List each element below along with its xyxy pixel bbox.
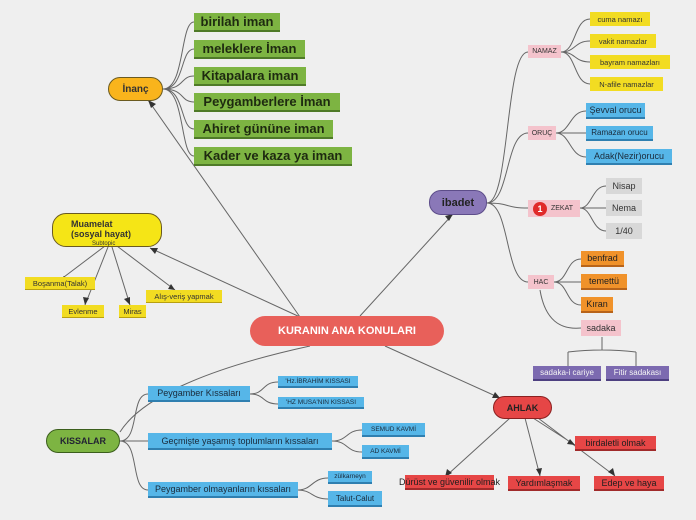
kissa-item[interactable]: Talut-Calut xyxy=(328,491,382,507)
hac-topic[interactable]: HAC xyxy=(528,275,554,289)
arrowhead-ibadet xyxy=(445,214,453,221)
hac-item[interactable]: benfrad xyxy=(581,251,624,267)
oruc-topic[interactable]: ORUÇ xyxy=(528,126,556,140)
muamelat-item[interactable]: Miras xyxy=(119,305,146,318)
oruc-item[interactable]: Şevval orucu xyxy=(586,103,645,119)
kissalar-topic[interactable]: KISSALAR xyxy=(46,429,120,453)
muamelat-item[interactable]: Alış-veriş yapmak xyxy=(146,290,222,303)
kissa-group[interactable]: Peygamber Kıssaları xyxy=(148,386,250,402)
oruc-item[interactable]: Ramazan orucu xyxy=(586,126,653,141)
kissa-item[interactable]: AD KAVMİ xyxy=(362,445,409,459)
muamelat-item[interactable]: Evlenme xyxy=(62,305,104,318)
kissa-item[interactable]: 'HZ MUSA'NIN KISSASI xyxy=(278,397,364,409)
hac-item[interactable]: Kıran xyxy=(581,297,613,313)
root-to-ibadet-line xyxy=(359,213,454,317)
ibadet-topic[interactable]: ibadet xyxy=(429,190,487,215)
muamelat-item[interactable]: Boşanma(Talak) xyxy=(25,277,95,290)
root-to-muamelat-line xyxy=(149,247,301,318)
namaz-item[interactable]: bayram namazları xyxy=(590,55,670,69)
priority-1-icon: 1 xyxy=(533,202,547,216)
ahlak-topic[interactable]: AHLAK xyxy=(493,396,552,419)
kissa-item[interactable]: 'Hz.İBRAHİM KISSASI xyxy=(278,376,358,388)
zekat-item[interactable]: Nema xyxy=(606,200,642,216)
hac-item[interactable]: temettü xyxy=(581,274,627,290)
arrowhead-inanc xyxy=(148,100,156,108)
muamelat-label-line2: (sosyal hayat) xyxy=(71,229,132,239)
kissa-group[interactable]: Peygamber olmayanların kıssaları xyxy=(148,482,298,498)
root-topic[interactable]: KURANIN ANA KONULARI xyxy=(250,316,444,346)
sadaka-topic[interactable]: sadaka xyxy=(581,320,621,336)
namaz-item[interactable]: N-afile namazlar xyxy=(590,77,663,91)
zekat-item[interactable]: 1/40 xyxy=(606,223,642,239)
root-to-ahlak-line xyxy=(384,345,501,399)
inanc-item[interactable]: meleklere İman xyxy=(194,40,305,59)
root-to-inanc-line xyxy=(147,99,301,318)
ahlak-item[interactable]: birdaletli olmak xyxy=(575,436,656,451)
inanc-topic[interactable]: İnanç xyxy=(108,77,163,101)
namaz-topic[interactable]: NAMAZ xyxy=(528,45,561,58)
kissa-group[interactable]: Geçmişte yaşamış toplumların kıssaları xyxy=(148,433,332,450)
oruc-item[interactable]: Adak(Nezir)orucu xyxy=(586,149,672,165)
kissa-item[interactable]: SEMUD KAVMİ xyxy=(362,423,425,437)
arrowhead-muamelat xyxy=(150,248,158,254)
ahlak-item[interactable]: Yardımlaşmak xyxy=(508,476,580,491)
muamelat-topic[interactable]: Muamelat (sosyal hayat) xyxy=(52,213,162,247)
inanc-item[interactable]: Peygamberlere İman xyxy=(194,93,340,112)
inanc-item[interactable]: birilah iman xyxy=(194,13,280,32)
ahlak-item[interactable]: Edep ve haya xyxy=(594,476,664,491)
sadaka-item[interactable]: Fitir sadakası xyxy=(606,366,669,381)
inanc-item[interactable]: Kitapalara iman xyxy=(194,67,306,86)
zekat-item[interactable]: Nisap xyxy=(606,178,642,194)
inanc-item[interactable]: Kader ve kaza ya iman xyxy=(194,147,352,166)
inanc-item[interactable]: Ahiret gününe iman xyxy=(194,120,333,139)
ahlak-item[interactable]: Dürüst ve güvenilir olmak xyxy=(399,475,500,490)
kissa-item[interactable]: zülkarneyn xyxy=(328,471,372,484)
sadaka-item[interactable]: sadaka-i cariye xyxy=(533,366,601,381)
muamelat-label-line1: Muamelat xyxy=(71,219,113,229)
namaz-item[interactable]: cuma namazı xyxy=(590,12,650,26)
subtopic-label: Subtopic xyxy=(92,241,116,247)
namaz-item[interactable]: vakit namazlar xyxy=(590,34,656,48)
